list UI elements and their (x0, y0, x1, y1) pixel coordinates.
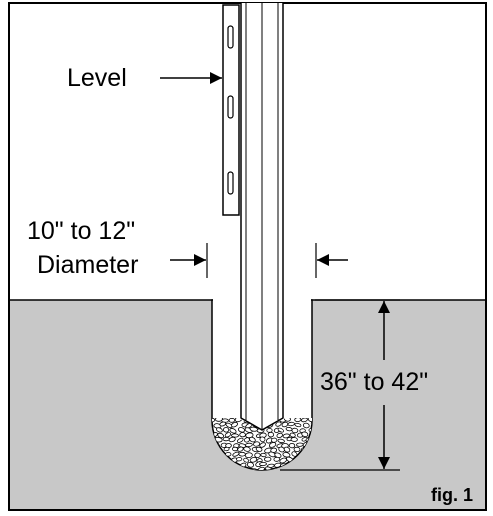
gravel-pebble (237, 427, 246, 433)
gravel-pebble (231, 433, 239, 438)
level-vial-bottom (227, 171, 234, 195)
gravel-pebble (228, 418, 236, 423)
gravel-pebble (223, 446, 230, 452)
gravel-pebble (277, 427, 284, 433)
gravel-pebble (283, 446, 291, 453)
gravel-pebble (294, 422, 302, 428)
gravel-pebble (223, 427, 230, 433)
gravel-pebble (290, 437, 298, 442)
gravel-pebble (237, 437, 244, 443)
gravel-pebble (254, 452, 261, 459)
gravel-pebble (293, 446, 301, 453)
gravel-pebble (266, 428, 273, 433)
gravel-pebble (237, 446, 244, 452)
gravel-pebble (267, 431, 275, 438)
gravel-pebble (255, 446, 263, 452)
gravel-pebble (245, 442, 253, 448)
gravel-pebble (300, 418, 308, 423)
gravel-pebble (260, 452, 267, 458)
gravel-pebble (244, 452, 253, 459)
gravel-pebble (238, 451, 246, 457)
gravel-pebble (212, 426, 214, 432)
gravel-pebble (236, 457, 243, 462)
gravel-pebble (224, 432, 232, 438)
figure-label: fig. 1 (431, 485, 473, 505)
diameter-label-line2: Diameter (37, 251, 138, 279)
gravel-pebble (232, 451, 240, 457)
gravel-pebble (216, 427, 223, 433)
gravel-pebble (232, 446, 238, 452)
gravel-pebble (259, 436, 266, 443)
gravel-pebble (243, 446, 251, 452)
gravel-pebble (310, 422, 312, 427)
depth-label: 36" to 42" (320, 368, 428, 396)
level-vial-top (227, 25, 234, 49)
gravel-pebble (253, 441, 261, 447)
gravel-pebble (282, 452, 291, 458)
gravel-pebble (249, 456, 258, 463)
level-label: Level (67, 64, 127, 92)
gravel-pebble (222, 436, 230, 442)
gravel-pebble (259, 461, 267, 467)
gravel-pebble (249, 436, 256, 443)
gravel-pebble (291, 427, 299, 434)
gravel-pebble (229, 428, 237, 434)
gravel-pebble (264, 456, 272, 462)
gravel-pebble (230, 422, 239, 428)
gravel-pebble (234, 418, 243, 423)
gravel-pebble (288, 442, 296, 449)
gravel-pebble (307, 418, 312, 423)
gravel-pebble (219, 421, 227, 427)
gravel-pebble (281, 421, 289, 428)
level-vial-middle (227, 95, 234, 119)
gravel-pebble (265, 466, 273, 470)
gravel-pebble (276, 432, 283, 439)
gravel-pebble (243, 457, 249, 463)
gravel-pebble (302, 422, 310, 429)
gravel-pebble (296, 442, 304, 447)
gravel-pebble (268, 442, 277, 448)
diameter-label-line1: 10" to 12" (27, 217, 135, 245)
gravel-pebble (282, 433, 290, 439)
gravel-pebble (289, 432, 296, 438)
gravel-pebble (273, 456, 280, 462)
gravel-pebble (239, 432, 246, 438)
gravel-pebble (294, 418, 302, 423)
gravel-pebble (291, 451, 298, 457)
gravel-pebble (277, 438, 285, 444)
gravel-pebble (246, 461, 255, 468)
gravel-pebble (212, 418, 216, 423)
gravel-pebble (275, 421, 282, 427)
gravel-pebble (287, 421, 295, 427)
gravel-pebble (301, 431, 309, 438)
gravel-pebble (259, 442, 266, 448)
gravel-pebble (228, 436, 236, 443)
